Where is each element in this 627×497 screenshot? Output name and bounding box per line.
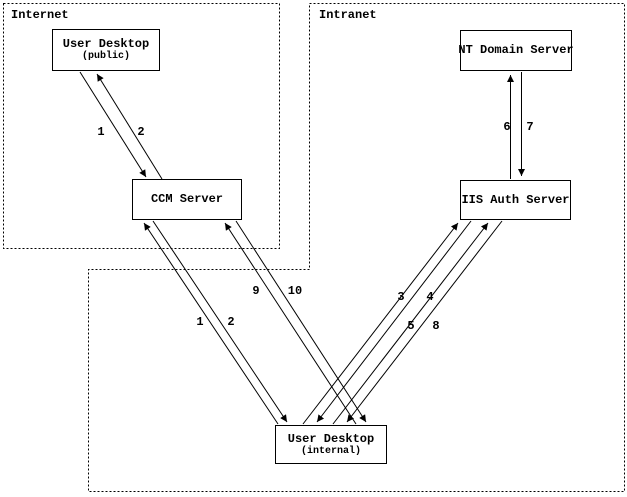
node-user-desktop-internal: User Desktop (internal) xyxy=(275,425,387,464)
flow-label-5: 5 xyxy=(407,319,415,333)
node-nt-domain-server: NT Domain Server xyxy=(458,30,574,71)
flow-line-ccm-to-public xyxy=(96,73,163,180)
flow-label-9: 9 xyxy=(252,284,260,298)
flow-line-internal-to-iis-req xyxy=(302,222,459,425)
flow-label-8: 8 xyxy=(432,319,440,333)
node-iis-auth-server-title: IIS Auth Server xyxy=(461,192,570,207)
flow-line-public-to-ccm xyxy=(79,71,147,178)
node-user-desktop-internal-title: User Desktop xyxy=(287,431,375,446)
flow-label-6: 6 xyxy=(503,120,511,134)
flow-line-internal-to-iis-cred xyxy=(332,222,489,425)
flow-line-iis-to-internal-token xyxy=(346,220,503,423)
flow-label-2-public: 2 xyxy=(137,125,145,139)
internet-zone-outline xyxy=(3,3,280,249)
node-iis-auth-server: IIS Auth Server xyxy=(460,180,571,220)
flow-line-ccm-to-internal-final xyxy=(235,220,367,423)
node-user-desktop-public-title: User Desktop xyxy=(62,37,150,51)
node-ccm-server: CCM Server xyxy=(132,179,242,220)
flow-line-internal-to-ccm xyxy=(143,222,279,425)
flow-line-ccm-to-internal xyxy=(152,220,288,423)
flow-label-10: 10 xyxy=(287,284,303,298)
flow-label-1-public: 1 xyxy=(97,125,105,139)
node-user-desktop-public: User Desktop (public) xyxy=(52,29,160,71)
flow-label-3: 3 xyxy=(397,290,405,304)
node-nt-domain-server-title: NT Domain Server xyxy=(458,43,574,57)
node-user-desktop-public-subtitle: (public) xyxy=(81,51,130,62)
node-user-desktop-internal-subtitle: (internal) xyxy=(300,445,361,457)
flow-label-7: 7 xyxy=(526,120,534,134)
node-ccm-server-title: CCM Server xyxy=(150,192,223,206)
internet-zone-label: Internet xyxy=(11,8,69,22)
intranet-zone-outline xyxy=(88,3,625,492)
flow-line-internal-to-ccm-final xyxy=(224,222,357,425)
flow-line-iis-to-internal-resp xyxy=(316,220,472,423)
flow-label-2-internal: 2 xyxy=(227,315,235,329)
flow-label-4: 4 xyxy=(426,290,434,304)
intranet-zone-label: Intranet xyxy=(319,8,377,22)
flow-label-1-internal: 1 xyxy=(196,315,204,329)
